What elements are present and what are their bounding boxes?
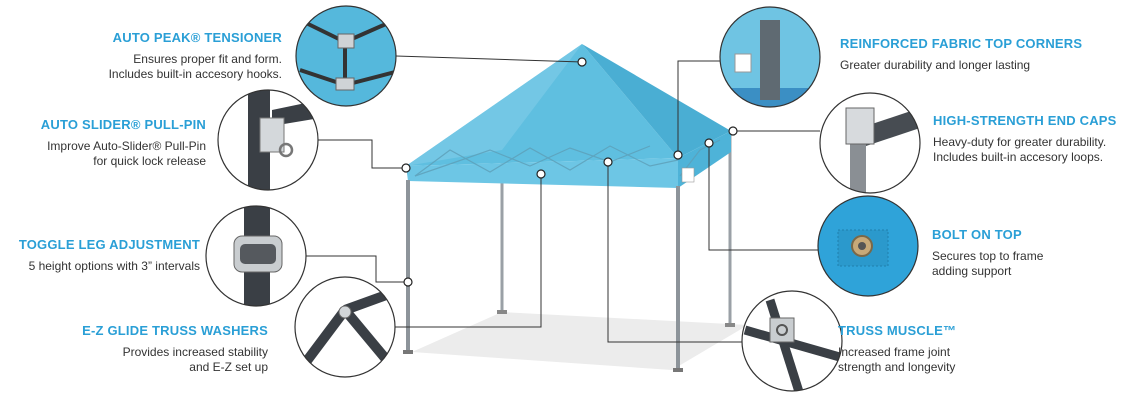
marker-auto-slider	[401, 163, 411, 173]
feature-description: Increased frame joint strength and longe…	[838, 345, 956, 374]
feature-auto-slider: Auto Slider® Pull-Pin Improve Auto-Slide…	[0, 117, 206, 169]
detail-corners-image	[719, 6, 821, 108]
feature-description: Heavy-duty for greater durability. Inclu…	[933, 135, 1107, 164]
leader-auto-peak	[395, 55, 583, 63]
feature-description: Greater durability and longer lasting	[840, 58, 1031, 72]
detail-bolt-image	[817, 195, 919, 297]
feature-bolt-on-top: Bolt On Top Secures top to frame adding …	[932, 227, 1140, 279]
marker-end-caps	[728, 126, 738, 136]
detail-auto-peak-image	[295, 5, 397, 107]
detail-truss-muscle-image	[741, 290, 843, 392]
leader-toggle-leg	[306, 255, 408, 283]
feature-ez-glide: E-Z Glide Truss Washers Provides increas…	[18, 323, 268, 375]
feature-description: Ensures proper fit and form. Includes bu…	[108, 52, 282, 81]
feature-truss-muscle: Truss Muscle™ Increased frame joint stre…	[838, 323, 1088, 375]
detail-toggle-leg-image	[205, 205, 307, 307]
marker-auto-peak	[577, 57, 587, 67]
feature-title: Bolt On Top	[932, 227, 1022, 242]
feature-auto-peak: Auto Peak® Tensioner Ensures proper fit …	[32, 30, 282, 82]
detail-ez-glide-image	[294, 276, 396, 378]
feature-title: Auto Slider® Pull-Pin	[40, 117, 206, 132]
detail-auto-slider-image	[217, 89, 319, 191]
marker-ez-glide	[536, 169, 546, 179]
feature-description: Provides increased stability and E-Z set…	[122, 345, 268, 374]
leader-bolt	[708, 143, 818, 251]
feature-title: Reinforced Fabric Top Corners	[840, 36, 1083, 51]
feature-title: Toggle Leg Adjustment	[18, 237, 200, 252]
leader-ez-glide	[395, 174, 542, 328]
leader-auto-slider	[318, 139, 406, 169]
leader-corners	[677, 60, 720, 155]
callout-markers	[401, 57, 738, 287]
feature-title: Truss Muscle™	[838, 323, 957, 338]
feature-description: Secures top to frame adding support	[932, 249, 1044, 278]
feature-reinforced-corners: Reinforced Fabric Top Corners Greater du…	[840, 36, 1090, 73]
marker-corners	[673, 150, 683, 160]
detail-end-caps-image	[819, 92, 921, 194]
feature-title: E-Z Glide Truss Washers	[82, 323, 268, 338]
feature-title: High-Strength End Caps	[933, 113, 1117, 128]
callout-lines	[306, 55, 820, 343]
feature-description: 5 height options with 3” intervals	[28, 259, 200, 273]
marker-bolt	[704, 138, 714, 148]
floor-shadow	[412, 312, 748, 370]
leader-truss-muscle	[607, 162, 742, 343]
feature-end-caps: High-Strength End Caps Heavy-duty for gr…	[933, 113, 1140, 165]
feature-title: Auto Peak® Tensioner	[112, 30, 282, 45]
marker-toggle-leg	[403, 277, 413, 287]
marker-truss-muscle	[603, 157, 613, 167]
feature-toggle-leg: Toggle Leg Adjustment 5 height options w…	[0, 237, 200, 274]
feature-description: Improve Auto-Slider® Pull-Pin for quick …	[47, 139, 206, 168]
